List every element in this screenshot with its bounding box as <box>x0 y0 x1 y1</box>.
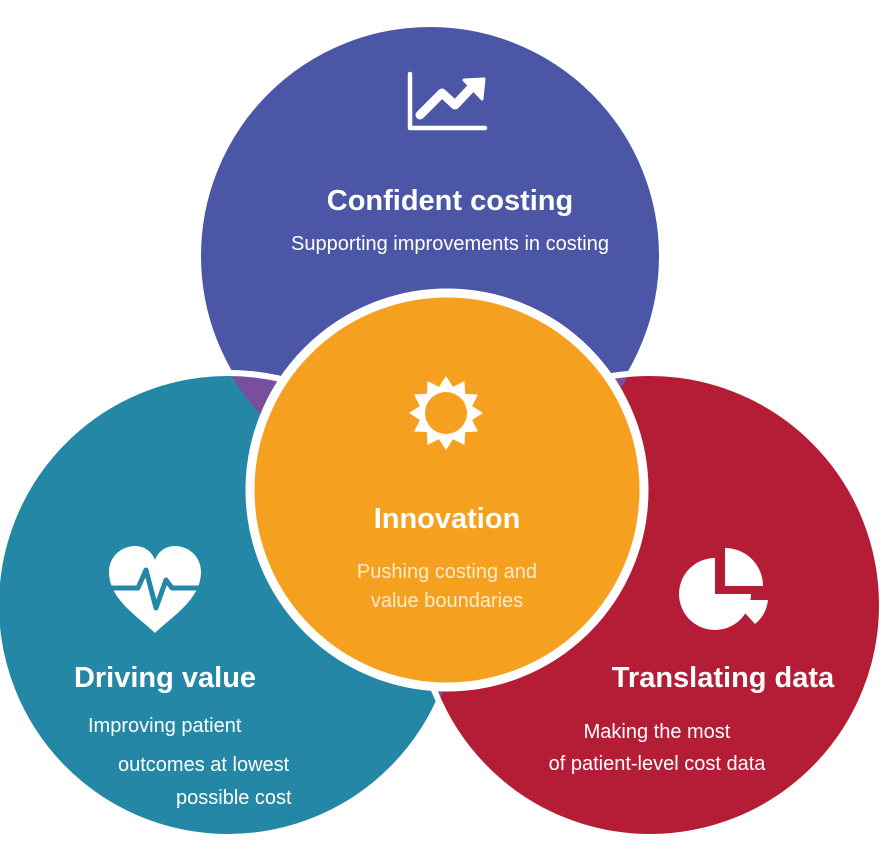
sun-icon <box>409 376 483 450</box>
right-subtitle-line-1: Making the most <box>584 721 731 743</box>
right-subtitle-line-2: of patient-level cost data <box>549 753 767 775</box>
left-subtitle-line-1: Improving patient <box>88 715 242 737</box>
center-subtitle-line-1: Pushing costing and <box>357 561 537 583</box>
center-title: Innovation <box>374 503 521 535</box>
center-circle <box>245 288 649 692</box>
top-title: Confident costing <box>327 185 573 217</box>
pie-chart-icon <box>679 548 768 630</box>
trend-chart-icon <box>407 71 488 131</box>
left-title: Driving value <box>74 662 256 694</box>
left-subtitle-line-3: possible cost <box>176 787 292 809</box>
right-title: Translating data <box>612 662 835 694</box>
center-subtitle-line-2: value boundaries <box>371 590 523 612</box>
heartbeat-icon <box>109 546 201 633</box>
left-subtitle-line-2: outcomes at lowest <box>118 754 290 776</box>
top-subtitle: Supporting improvements in costing <box>291 233 609 255</box>
